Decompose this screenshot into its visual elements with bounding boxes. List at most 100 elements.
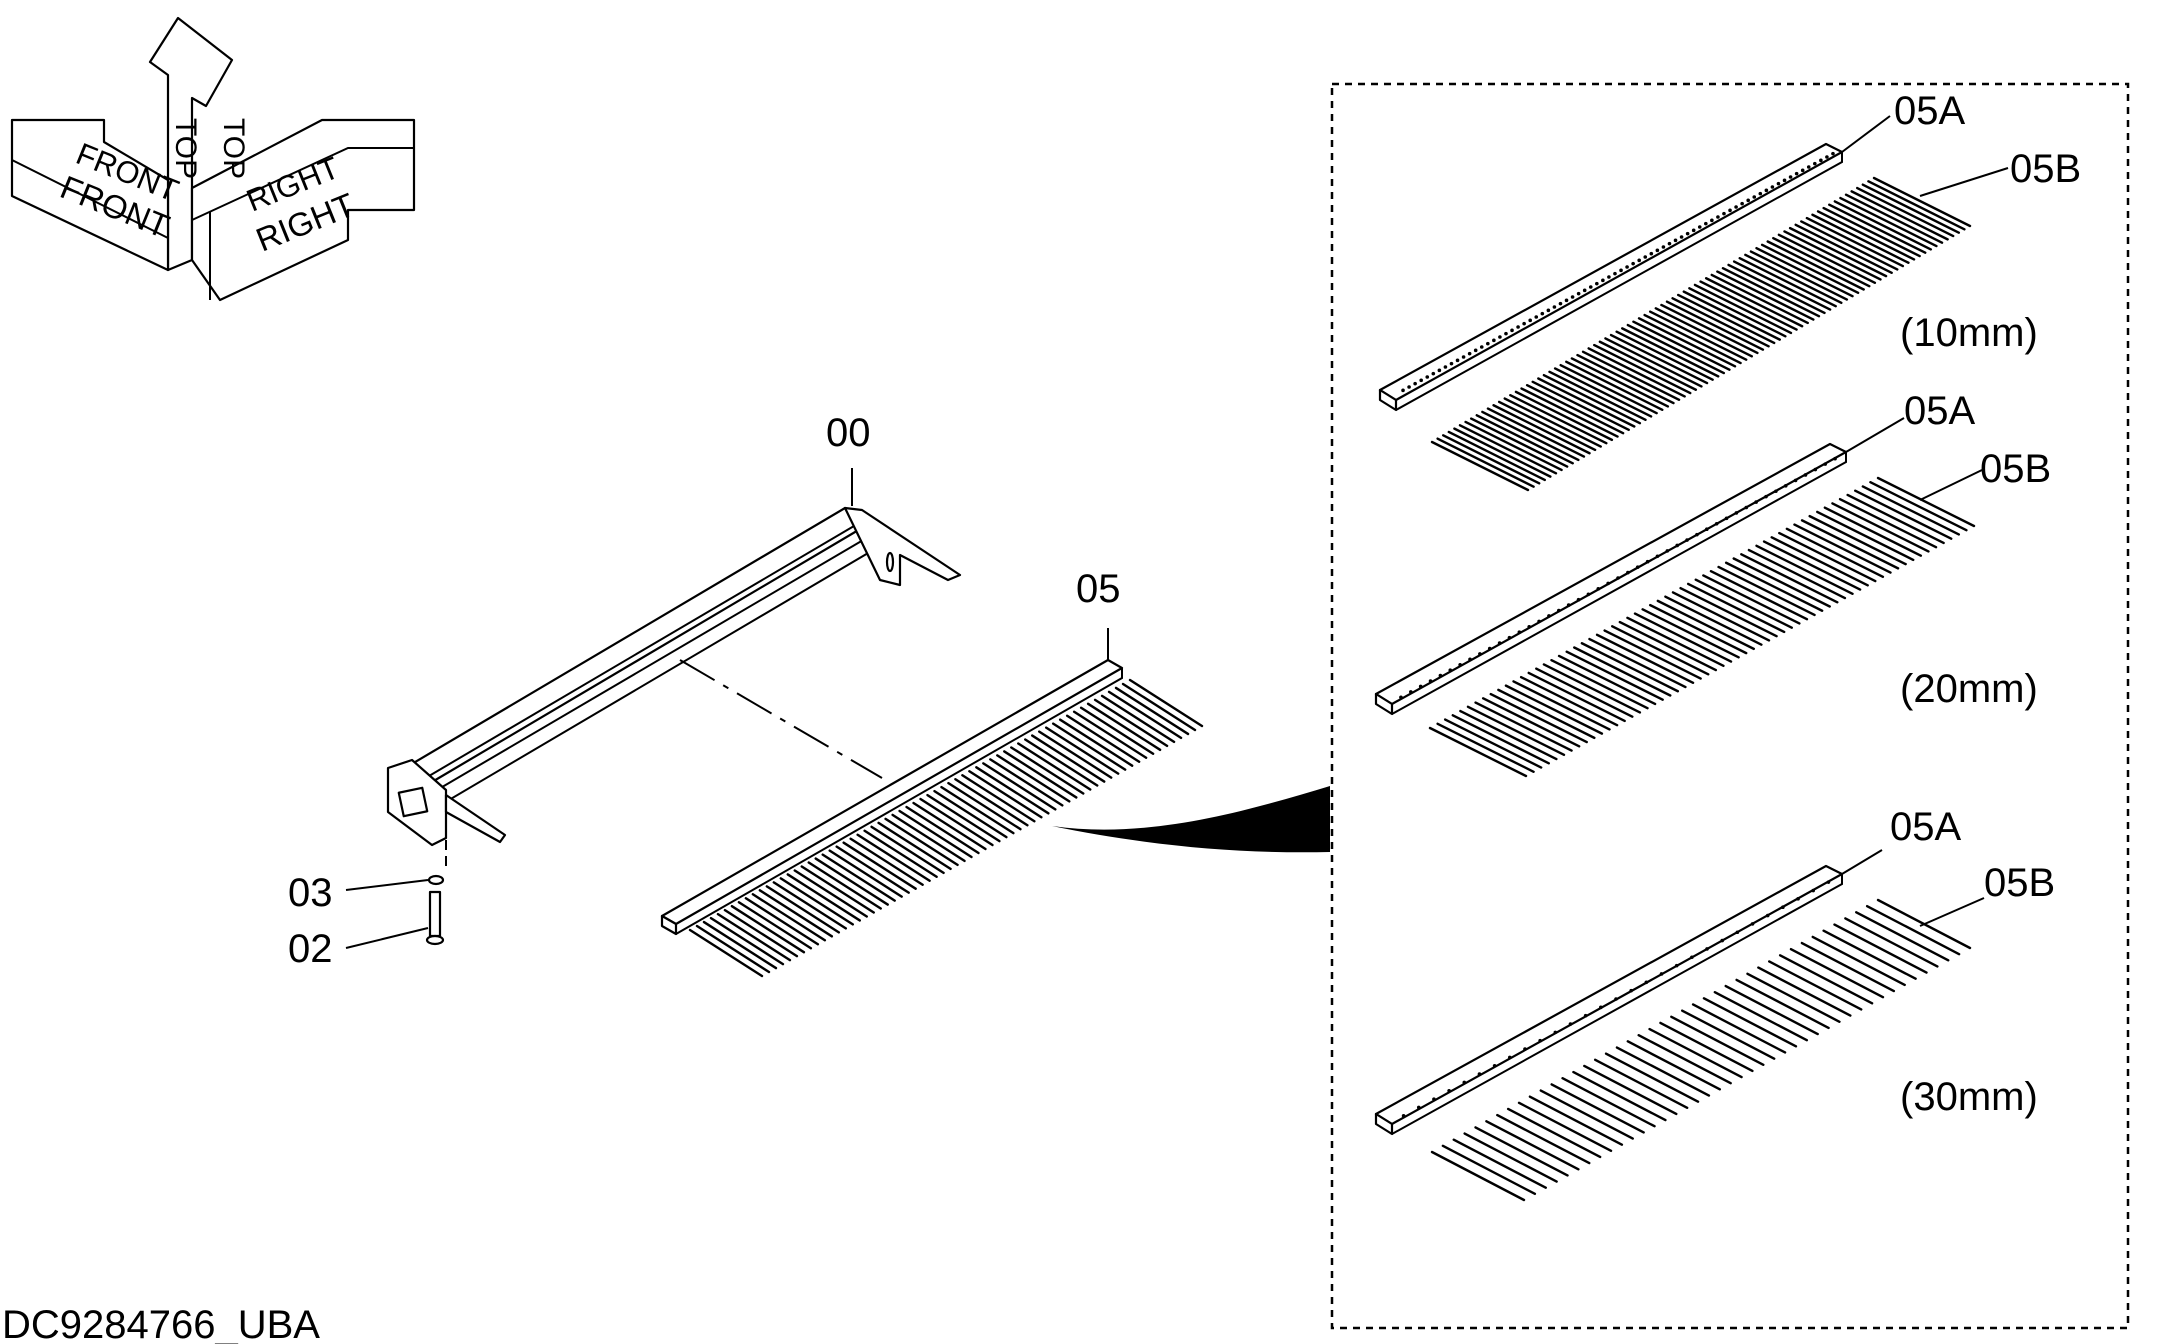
variant-20mm-tooth (1474, 701, 1573, 752)
variant-20mm-hole (1428, 679, 1433, 683)
screw (428, 890, 442, 938)
variant-30mm-hole (1705, 947, 1709, 951)
variant-30mm-tooth (1811, 935, 1906, 987)
main-comb-tooth (1128, 678, 1204, 728)
variant-10mm-hole (1413, 381, 1417, 386)
variant-10mm-hole (1528, 318, 1532, 323)
variant-30mm-tooth (1670, 1015, 1765, 1066)
variant-10mm-hole (1800, 168, 1805, 173)
main-comb-tooth (1072, 710, 1148, 759)
main-comb-tooth (905, 805, 980, 855)
variant-20mm-tooth (1846, 493, 1945, 545)
variant-30mm-teeth-label: 05B (1984, 861, 2055, 905)
variant-20mm-hole (1764, 494, 1768, 499)
variant-20mm-hole (1705, 527, 1709, 531)
variant-10mm-tooth (1604, 337, 1703, 388)
main-comb-tooth (688, 928, 764, 978)
main-comb-tooth (926, 793, 1001, 843)
variant-30mm-tooth (1474, 1126, 1569, 1177)
variant-10mm-hole (1782, 178, 1787, 183)
variant-30mm-tooth (1746, 972, 1841, 1023)
main-comb-tooth (919, 797, 994, 847)
main-comb-tooth (835, 845, 910, 894)
screw-head (425, 934, 445, 946)
variant-10mm-hole (1691, 228, 1696, 233)
variant-10mm-hole (1770, 185, 1775, 189)
variant-20mm-tooth (1519, 675, 1619, 727)
variant-10mm-hole (1649, 251, 1654, 256)
variant-20mm-tooth (1770, 536, 1869, 587)
variant-10mm-hole (1570, 295, 1575, 299)
variant-10mm-hole (1625, 265, 1629, 269)
variant-20mm-tooth (1686, 582, 1786, 634)
variant-10mm-hole (1504, 331, 1508, 336)
main-comb-tooth (975, 766, 1050, 815)
variant-10mm-hole (1540, 311, 1545, 316)
variant-10mm-tooth (1570, 357, 1670, 408)
variant-20mm-hole (1744, 505, 1749, 510)
variant-30mm-tooth (1800, 941, 1896, 993)
variant-20mm-hole (1448, 668, 1453, 672)
variant-20mm-tooth (1823, 506, 1923, 557)
variant-30mm-tooth (1768, 960, 1863, 1011)
main-comb-tooth (856, 833, 931, 882)
variant-10mm-tooth (1436, 437, 1535, 488)
main-comb-tooth (1058, 718, 1134, 767)
main-comb-tooth (940, 785, 1015, 835)
variant-10mm-tooth (1486, 407, 1586, 458)
variant-10mm-strip-label: 05A (1894, 89, 1965, 133)
variant-10mm-tooth (1749, 250, 1849, 301)
variant-20mm-hole (1487, 646, 1492, 651)
variant-10mm-hole (1673, 238, 1678, 243)
variant-30mm-tooth (1452, 1138, 1547, 1189)
variant-10mm-tooth (1811, 213, 1910, 264)
top-label: TOP (169, 118, 202, 179)
variant-30mm-tooth (1865, 904, 1961, 956)
variant-10mm-hole (1631, 261, 1635, 266)
plate-square-hole-icon (397, 786, 429, 818)
variant-10mm-tooth (1542, 373, 1642, 425)
variant-10mm-hole (1716, 215, 1720, 219)
variant-30mm-hole (1765, 913, 1770, 918)
variant-10mm-hole (1776, 181, 1781, 186)
frame-right-bracket (843, 506, 962, 587)
variant-20mm-tooth (1580, 642, 1680, 693)
variant-10mm-hole (1831, 151, 1835, 156)
variant-10mm-tooth (1481, 410, 1580, 462)
variant-20mm-tooth (1618, 620, 1718, 672)
variant-10mm-tooth (1732, 260, 1832, 311)
detail-variant-20mm: 05A 05B (20mm) (1374, 389, 2051, 778)
variant-10mm-hole (1813, 161, 1817, 166)
main-comb-tooth (1010, 746, 1085, 795)
variant-20mm-tooth (1443, 718, 1543, 769)
main-comb-tooth (1093, 698, 1169, 748)
variant-20mm-tooth (1459, 709, 1558, 761)
main-comb-tooth (1017, 742, 1092, 791)
variant-20mm-tooth (1565, 650, 1664, 701)
variant-20mm-tooth (1527, 671, 1626, 723)
main-comb-tooth (1086, 702, 1162, 752)
variant-10mm-tooth (1671, 297, 1770, 348)
variant-10mm-tooth (1861, 183, 1961, 234)
variant-10mm-hole (1794, 171, 1799, 176)
variant-10mm-hole (1516, 325, 1520, 329)
main-comb-tooth (968, 770, 1043, 819)
variant-20mm-hole (1803, 473, 1808, 477)
variant-30mm-tooth (1604, 1052, 1700, 1103)
variant-20mm-tooth (1785, 527, 1885, 579)
variant-30mm-tooth (1496, 1113, 1591, 1165)
callout-02: 02 (288, 927, 333, 971)
variant-10mm-tooth (1475, 414, 1574, 465)
variant-20mm-tooth (1481, 697, 1581, 748)
variant-20mm-hole (1783, 484, 1788, 488)
variant-30mm-hole (1796, 897, 1800, 901)
variant-10mm-teeth (1430, 176, 1972, 492)
variant-30mm-hole (1826, 880, 1831, 884)
variant-10mm-hole (1643, 255, 1648, 259)
variant-20mm-tooth (1876, 476, 1976, 528)
variant-20mm-tooth (1466, 705, 1566, 757)
main-comb-tooth (765, 885, 841, 934)
variant-20mm-tooth (1854, 489, 1953, 540)
variant-10mm-hole (1467, 351, 1472, 356)
variant-10mm-hole (1619, 268, 1623, 273)
